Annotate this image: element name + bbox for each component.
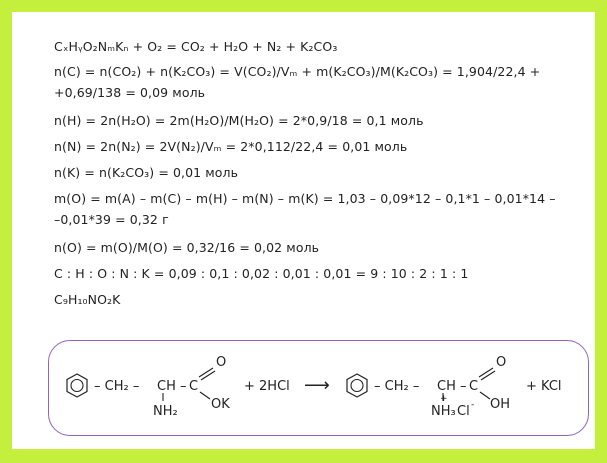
left-single-bond xyxy=(199,391,211,400)
left-carbonyl-carbon: C xyxy=(189,379,198,394)
chloride-ion: Cl xyxy=(457,404,470,419)
benzene-ring-icon xyxy=(66,373,88,398)
left-ch-group: CH – xyxy=(157,379,187,394)
reaction-box: – CH₂ – CH – C O OK NH₂ + 2HCl ⟶ – CH₂ –… xyxy=(48,340,589,436)
right-ch2-group: – CH₂ – xyxy=(374,379,419,394)
right-single-bond xyxy=(479,391,491,400)
nitrogen-moles-line: n(N) = 2n(N₂) = 2V(N₂)/Vₘ = 2*0,112/22,4… xyxy=(54,139,408,154)
reaction-arrow-icon: ⟶ xyxy=(304,375,330,396)
benzene-ring-icon xyxy=(346,373,368,398)
left-amine-group: NH₂ xyxy=(153,404,178,419)
left-carbonyl-oxygen: O xyxy=(216,355,226,370)
molecular-formula: C₉H₁₀NO₂K xyxy=(54,292,121,307)
potassium-moles-line: n(K) = n(K₂CO₃) = 0,01 моль xyxy=(54,165,239,180)
left-ch2-group: – CH₂ – xyxy=(94,379,139,394)
reaction-scheme: – CH₂ – CH – C O OK NH₂ + 2HCl ⟶ – CH₂ –… xyxy=(66,355,562,419)
chloride-minus-charge: - xyxy=(471,400,474,410)
left-double-bond-2 xyxy=(200,370,216,381)
ammonium-plus-charge: + xyxy=(440,394,448,404)
right-double-bond-1 xyxy=(478,367,494,378)
right-carbonyl-oxygen: O xyxy=(496,355,506,370)
right-oh-group: OH xyxy=(490,397,510,412)
oxygen-mass-line-1: m(O) = m(A) – m(C) – m(H) – m(N) – m(K) … xyxy=(54,191,556,206)
solution-card: CₓHᵧO₂NₘKₙ + O₂ = CO₂ + H₂O + N₂ + K₂CO₃… xyxy=(12,12,595,449)
oxygen-mass-line-2: –0,01*39 = 0,32 г xyxy=(54,212,169,227)
hydrogen-moles-line: n(H) = 2n(H₂O) = 2m(H₂O)/M(H₂O) = 2*0,9/… xyxy=(54,113,424,128)
left-ok-group: OK xyxy=(211,397,230,412)
right-ammonium-group: NH₃ xyxy=(431,404,456,419)
carbon-moles-line-1: n(C) = n(CO₂) + n(K₂CO₃) = V(CO₂)/Vₘ + m… xyxy=(54,64,541,79)
right-double-bond-2 xyxy=(480,370,496,381)
left-double-bond-1 xyxy=(198,367,214,378)
combustion-equation: CₓHᵧO₂NₘKₙ + O₂ = CO₂ + H₂O + N₂ + K₂CO₃ xyxy=(54,39,338,54)
reagent-hcl: + 2HCl xyxy=(244,379,290,394)
right-carbonyl-carbon: C xyxy=(469,379,478,394)
oxygen-moles-line: n(O) = m(O)/M(O) = 0,32/16 = 0,02 моль xyxy=(54,240,320,255)
right-ch-group: CH – xyxy=(437,379,467,394)
carbon-moles-line-2: +0,69/138 = 0,09 моль xyxy=(54,85,206,100)
product-kcl: + KCl xyxy=(526,379,562,394)
atom-ratio-line: C : H : O : N : K = 0,09 : 0,1 : 0,02 : … xyxy=(54,266,469,281)
